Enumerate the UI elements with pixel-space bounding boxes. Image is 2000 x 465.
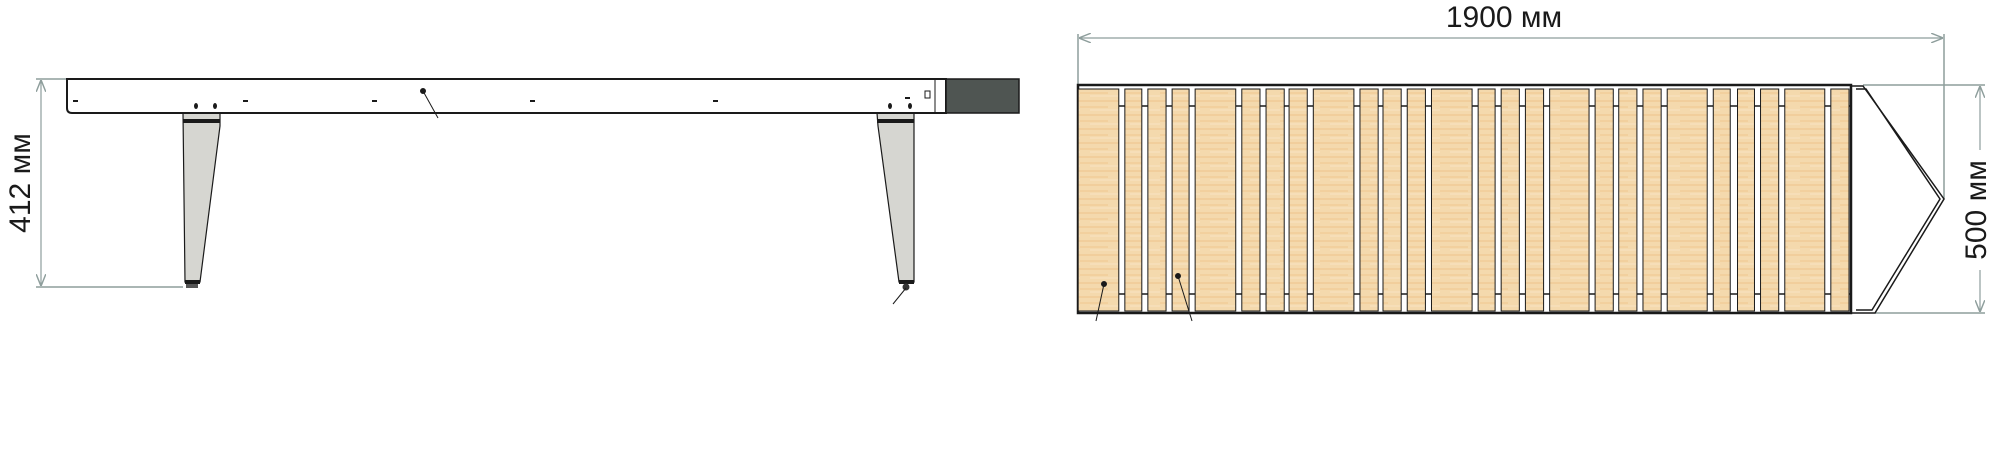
wood-slat [1171,88,1190,312]
wood-slat [1760,88,1780,312]
bench-rail [66,78,1020,114]
wood-slat [1712,88,1731,312]
wood-slat [1618,88,1638,312]
top-view: 1900 мм 500 мм [1076,1,1993,322]
wood-slat [1642,88,1662,312]
height-label: 412 мм [4,133,37,233]
wood-slat [1312,88,1355,312]
width-label: 500 мм [1960,160,1993,260]
right-leg [876,112,915,291]
wood-slat [1124,88,1143,312]
wood-slat [1666,88,1708,312]
wood-slat [1737,88,1755,312]
wood-slat [1288,88,1308,312]
leader-lines [420,88,907,305]
end-cap [945,78,1020,114]
wood-slat [1194,88,1237,312]
leader-lines [1095,273,1193,322]
wood-slat [1147,88,1167,312]
wood-slat [1430,88,1473,312]
wood-slat [1359,88,1379,312]
end-chevron [1851,85,1945,314]
slats [1077,88,1850,312]
wood-slat [1594,88,1614,312]
length-dimension: 1900 мм [1077,1,1945,199]
wood-slat [1241,88,1261,312]
wood-slat [1477,88,1496,312]
width-dimension: 500 мм [1863,84,1993,314]
wood-slat [1077,88,1120,312]
wood-slat [1524,88,1545,312]
wood-slat [1265,88,1285,312]
wood-slat [1830,88,1850,312]
wood-slat [1500,88,1520,312]
wood-slat [1406,88,1426,312]
side-view: 412 мм [4,78,1020,305]
wood-slat [1382,88,1402,312]
wood-slat [1784,88,1826,312]
length-label: 1900 мм [1446,1,1562,34]
height-dimension: 412 мм [4,78,183,288]
wood-slat [1549,88,1590,312]
left-leg [182,112,221,288]
